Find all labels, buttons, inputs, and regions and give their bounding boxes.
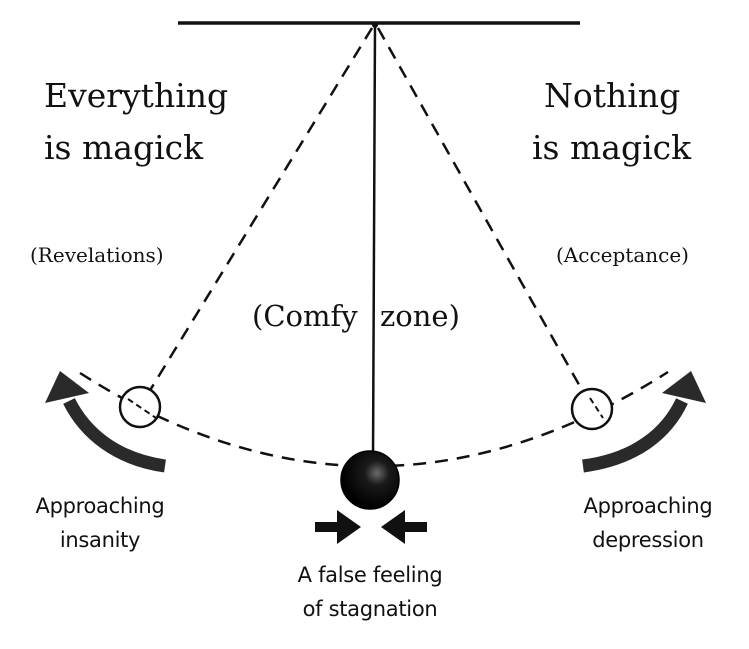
left-swing-path <box>139 27 374 406</box>
left-state-line2: is magick <box>44 128 204 167</box>
right-state-line2: is magick <box>532 128 692 167</box>
left-state-line1: Everything <box>44 76 229 115</box>
left-ghost-bob <box>118 385 162 429</box>
right-ghost-bob <box>570 387 614 431</box>
left-pointing-arrow-icon <box>381 510 427 544</box>
left-approach-label: Approaching insanity <box>10 489 190 557</box>
left-phase-label: (Revelations) <box>30 243 164 267</box>
right-swing-path <box>376 27 593 407</box>
stagnation-caption: A false feeling of stagnation <box>260 558 480 626</box>
right-state-line1: Nothing <box>544 76 681 115</box>
pendulum-string <box>371 24 377 460</box>
right-approach-label: Approaching depression <box>558 489 738 557</box>
left-curved-arrow-icon <box>45 371 167 473</box>
comfy-zone-label-right: zone) <box>380 299 460 333</box>
right-phase-label: (Acceptance) <box>556 243 689 267</box>
right-pointing-arrow-icon <box>315 510 361 544</box>
left-approach-line1: Approaching <box>35 494 165 518</box>
right-approach-line1: Approaching <box>583 494 713 518</box>
pendulum-bob <box>340 450 400 510</box>
right-approach-line2: depression <box>592 528 704 552</box>
right-curved-arrow-icon <box>582 371 706 473</box>
left-approach-line2: insanity <box>59 528 141 552</box>
comfy-zone-label-left: (Comfy <box>252 299 358 333</box>
stagnation-caption-line1: A false feeling <box>297 563 443 587</box>
stagnation-caption-line2: of stagnation <box>302 597 438 621</box>
